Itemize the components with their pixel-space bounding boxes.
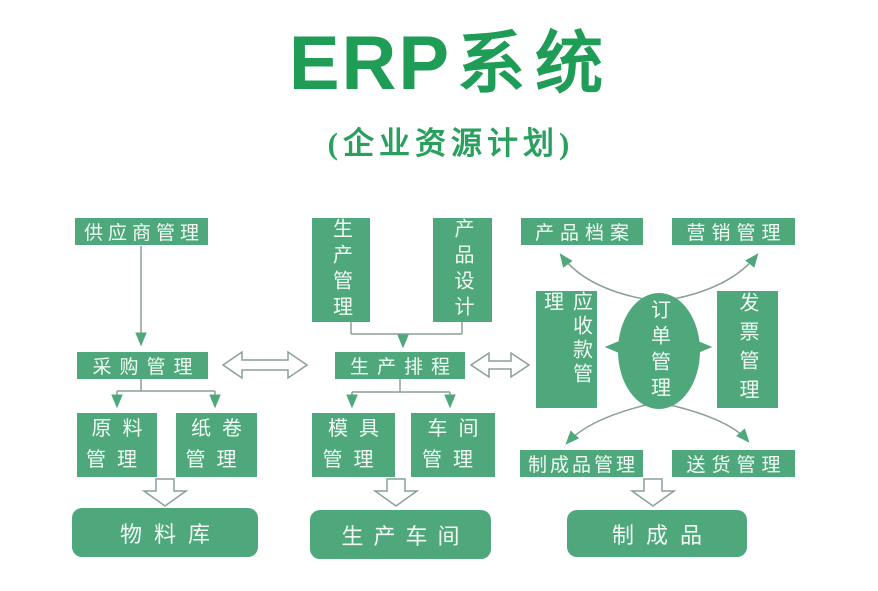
node-product-design: 产品设计 [433,218,492,322]
double-arrow-purchasing-scheduling [221,350,309,380]
node-finished-goods: 制成品 [567,510,747,557]
node-mold-management: 模具 管理 [312,413,395,477]
node-production-workshop: 生产车间 [310,510,491,559]
block-arrow-to-material-warehouse [141,478,189,507]
node-workshop-management: 车间 管理 [411,413,495,477]
node-finished-goods-management: 制成品管理 [520,450,643,477]
arrow-order-to-marketing [667,253,759,301]
node-purchasing-management: 采购管理 [77,352,208,379]
node-material-warehouse: 物料库 [72,508,258,557]
arrow-order-to-delivery [669,404,750,443]
arrow-order-to-archive [559,253,650,301]
page-subtitle: (企业资源计划) [327,126,575,161]
block-arrow-to-production-workshop [372,478,420,507]
double-arrow-scheduling-receivables [469,351,531,379]
title-cjk: 系统 [457,26,614,102]
block-arrow-to-finished-goods [629,478,677,507]
connector-design-merge [350,322,463,335]
node-marketing-management: 营销管理 [672,218,795,245]
node-production-management: 生产管理 [312,218,370,322]
connector-scheduling-split [352,379,450,393]
node-production-scheduling: 生产排程 [335,352,465,379]
node-order-management: 订单管理 [618,293,700,409]
node-raw-material-management: 原料 管理 [77,413,157,477]
node-product-archive: 产品档案 [521,218,643,245]
title-latin: ERP [288,21,452,106]
node-supplier-management: 供应商管理 [75,218,208,245]
node-delivery-management: 送货管理 [672,450,795,477]
node-invoice-management: 发票管理 [717,291,778,408]
connector-purchasing-split [117,379,215,392]
page-title: ERP 系统 [0,26,878,102]
node-paper-roll-management: 纸卷 管理 [176,413,257,477]
node-receivables-management: 应收款管理 [536,291,597,408]
arrow-order-to-finished-goods-mgmt [565,404,647,445]
